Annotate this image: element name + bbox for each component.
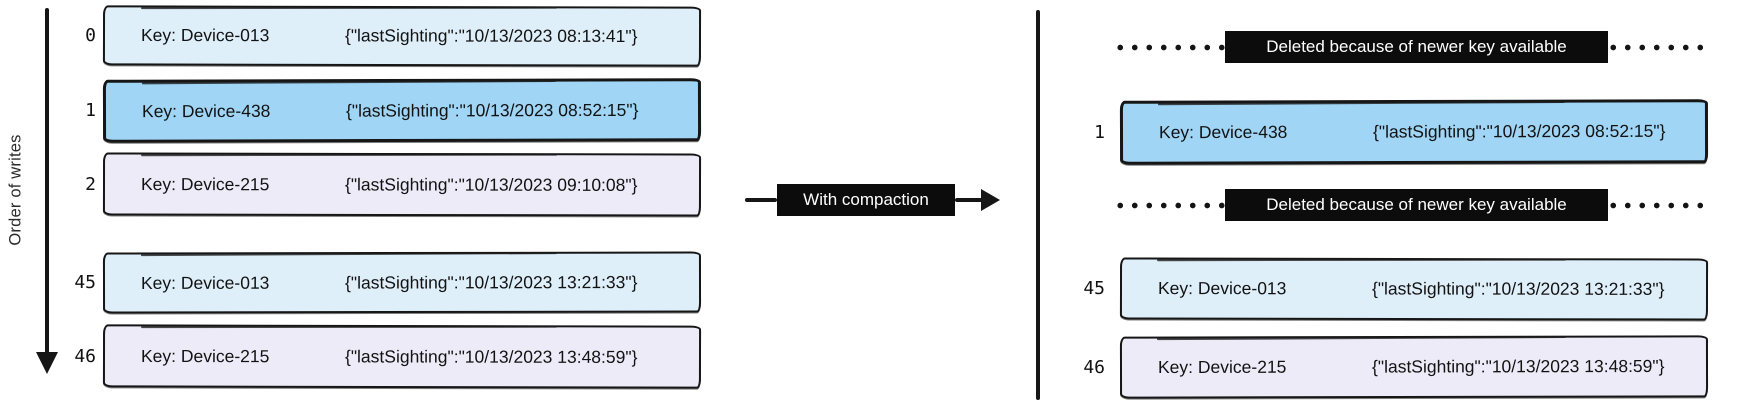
record-value: {"lastSighting":"10/13/2023 13:21:33"} [344,271,638,293]
order-of-writes-axis [45,8,49,354]
record-row: Key: Device-013 {"lastSighting":"10/13/2… [102,5,702,67]
write-index-2: 2 [85,174,96,195]
record-key: Key: Device-438 [1158,121,1288,143]
write-index-0: 0 [85,25,96,46]
record-key: Key: Device-215 [140,173,270,194]
order-of-writes-label: Order of writes [6,134,25,246]
deleted-record-label: Deleted because of newer key available [1225,31,1608,63]
record-key: Key: Device-215 [1157,356,1287,378]
record-value: {"lastSighting":"10/13/2023 09:10:08"} [344,173,638,195]
record-row: Key: Device-215 {"lastSighting":"10/13/2… [102,324,702,389]
record-row: Key: Device-013 {"lastSighting":"10/13/2… [102,251,702,314]
write-index-46: 46 [74,346,96,367]
write-index-46: 46 [1083,357,1105,378]
compaction-arrow-label: With compaction [777,184,955,216]
write-index-1: 1 [85,100,96,121]
record-value: {"lastSighting":"10/13/2023 08:13:41"} [344,25,638,46]
record-row: Key: Device-438 {"lastSighting":"10/13/2… [1119,99,1709,165]
record-key: Key: Device-013 [1157,278,1287,299]
compacted-log-boundary [1036,10,1040,400]
record-key: Key: Device-013 [140,272,270,293]
write-index-45: 45 [74,272,96,293]
deleted-record-label: Deleted because of newer key available [1225,189,1608,221]
write-index-1: 1 [1094,122,1105,143]
record-row: Key: Device-215 {"lastSighting":"10/13/2… [102,152,702,217]
record-value: {"lastSighting":"10/13/2023 13:48:59"} [344,345,638,367]
compaction-arrow-shaft [955,198,983,202]
record-value: {"lastSighting":"10/13/2023 13:48:59"} [1371,355,1665,377]
write-index-45: 45 [1083,278,1105,299]
record-key: Key: Device-013 [140,24,270,46]
arrow-right-icon [981,189,1000,211]
record-value: {"lastSighting":"10/13/2023 08:52:15"} [345,99,639,121]
record-row: Key: Device-438 {"lastSighting":"10/13/2… [102,78,702,143]
record-value: {"lastSighting":"10/13/2023 08:52:15"} [1372,120,1666,142]
record-row: Key: Device-215 {"lastSighting":"10/13/2… [1119,335,1709,399]
record-row: Key: Device-013 {"lastSighting":"10/13/2… [1119,257,1709,321]
record-key: Key: Device-215 [140,345,270,366]
arrow-down-icon [36,352,58,374]
record-key: Key: Device-438 [141,100,271,121]
record-value: {"lastSighting":"10/13/2023 13:21:33"} [1371,278,1665,299]
compaction-arrow-shaft [745,198,777,202]
